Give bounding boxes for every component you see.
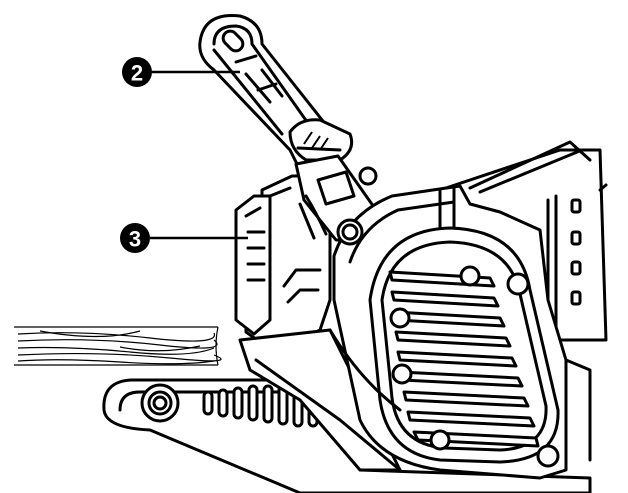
callout-3: 3: [120, 223, 248, 253]
side-cover: [332, 184, 568, 480]
wood-log: [14, 326, 222, 366]
front-grip: [234, 194, 272, 336]
callout-2-badge: [122, 57, 152, 87]
callout-3-number: 3: [129, 227, 141, 252]
tension-lever: [198, 14, 354, 172]
callout-2-number: 2: [131, 61, 143, 86]
callout-3-badge: [120, 223, 150, 253]
callout-2: 2: [122, 57, 240, 87]
base-outline: [254, 328, 592, 472]
